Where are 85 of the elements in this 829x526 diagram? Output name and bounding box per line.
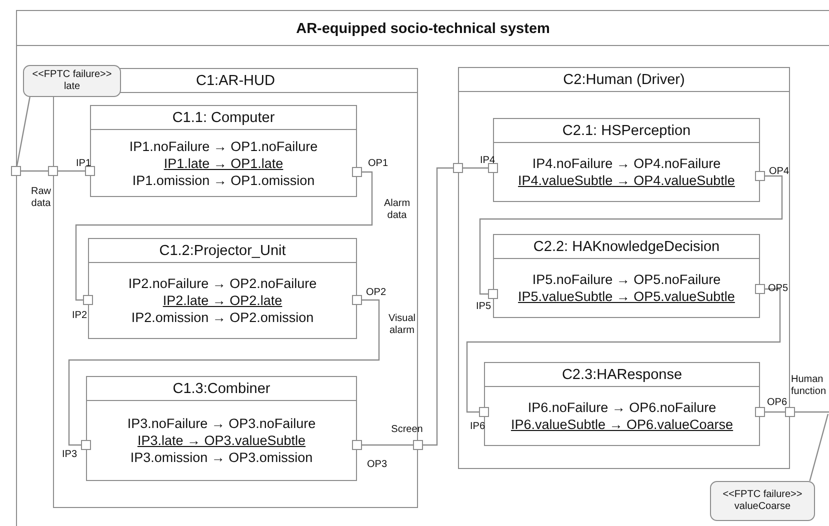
leader-line <box>809 414 829 482</box>
failure-rule: IP4.noFailure → OP4.noFailure <box>532 155 721 172</box>
port-label: OP6 <box>767 397 788 409</box>
component-title: C2.3:HAResponse <box>562 367 682 383</box>
component-title: C2:Human (Driver) <box>563 72 685 88</box>
component-box <box>493 234 760 318</box>
component-box <box>86 376 357 481</box>
connector-line <box>795 411 829 413</box>
note-text: <<FPTC failure>> <box>722 489 802 501</box>
component-title: C2.1: HSPerception <box>562 123 691 139</box>
component-box <box>484 362 760 446</box>
component-title: C1.3:Combiner <box>172 381 270 397</box>
connector-line <box>68 299 380 446</box>
note-text: late <box>64 81 80 93</box>
component-box <box>90 105 357 197</box>
port-box <box>755 171 765 181</box>
connector-line <box>362 444 413 446</box>
port-box <box>488 163 498 173</box>
failure-rule: IP1.omission → OP1.omission <box>132 172 315 188</box>
port-label: OP4 <box>769 166 790 178</box>
failure-rule: IP1.noFailure → OP1.noFailure <box>129 138 318 154</box>
edge-label: Screen <box>390 424 424 436</box>
port-box <box>755 407 765 417</box>
port-label: OP3 <box>367 459 388 471</box>
component-frame <box>458 67 790 469</box>
port-label: OP2 <box>366 287 386 299</box>
system-title: AR-equipped socio-technical system <box>296 20 550 36</box>
port-box <box>83 295 93 305</box>
port-box <box>488 289 498 299</box>
connector-line <box>21 170 48 172</box>
leader-line <box>16 96 30 166</box>
port-box <box>11 166 21 176</box>
port-box <box>352 440 362 450</box>
component-box <box>493 118 760 202</box>
connector-line <box>466 288 781 413</box>
failure-note <box>23 65 121 97</box>
failure-rule: IP4.valueSubtle → OP4.valueSubtle <box>518 172 735 189</box>
failure-rule: IP6.noFailure → OP6.noFailure <box>528 399 716 416</box>
connector-line <box>75 171 373 301</box>
port-box <box>785 407 795 417</box>
failure-rule: IP5.valueSubtle → OP5.valueSubtle <box>518 288 735 305</box>
edge-label: Human function <box>791 374 828 398</box>
edge-label: Alarm data <box>382 198 412 222</box>
port-label: OP1 <box>368 158 388 170</box>
failure-rule: IP6.valueSubtle → OP6.valueCoarse <box>510 416 734 433</box>
port-box <box>479 407 489 417</box>
port-label: OP5 <box>768 283 788 295</box>
failure-rule: IP3.noFailure → OP3.noFailure <box>127 415 316 432</box>
edge-label: Visual alarm <box>387 313 417 337</box>
component-title: C1.1: Computer <box>172 110 275 126</box>
component-title: C1.2:Projector_Unit <box>159 243 286 259</box>
port-box <box>81 440 91 450</box>
component-title: C1:AR-HUD <box>196 73 275 89</box>
connector-line <box>765 411 785 413</box>
port-box <box>413 440 423 450</box>
port-box <box>352 295 362 305</box>
failure-rule: IP2.noFailure → OP2.noFailure <box>128 275 317 292</box>
port-box <box>85 166 95 176</box>
failure-rule: IP3.omission → OP3.omission <box>130 449 313 466</box>
port-box <box>48 166 58 176</box>
port-label: IP5 <box>476 301 492 313</box>
connector-line <box>423 167 453 446</box>
port-box <box>352 167 362 177</box>
failure-rule: IP1.late → OP1.late <box>164 154 284 172</box>
failure-rule: IP2.late → OP2.late <box>162 292 282 309</box>
port-box <box>755 284 765 294</box>
component-box <box>88 238 357 339</box>
failure-rule: IP2.omission → OP2.omission <box>131 309 314 326</box>
port-label: IP3 <box>62 449 78 461</box>
component-title: C2.2: HAKnowledgeDecision <box>533 239 720 255</box>
note-text: valueCoarse <box>734 501 791 513</box>
failure-rule: IP3.late → OP3.valueSubtle <box>137 432 306 449</box>
connector-line <box>58 170 85 172</box>
edge-label: Raw data <box>30 186 52 210</box>
port-label: IP2 <box>72 310 88 322</box>
port-label: IP1 <box>76 158 92 170</box>
failure-note <box>710 481 815 521</box>
note-text: <<FPTC failure>> <box>32 69 112 81</box>
connector-line <box>479 175 783 295</box>
connector-line <box>463 167 488 169</box>
port-box <box>453 163 463 173</box>
system-frame <box>16 10 829 526</box>
failure-rule: IP5.noFailure → OP5.noFailure <box>532 271 721 288</box>
port-label: IP6 <box>470 421 486 433</box>
port-label: IP4 <box>480 155 496 167</box>
